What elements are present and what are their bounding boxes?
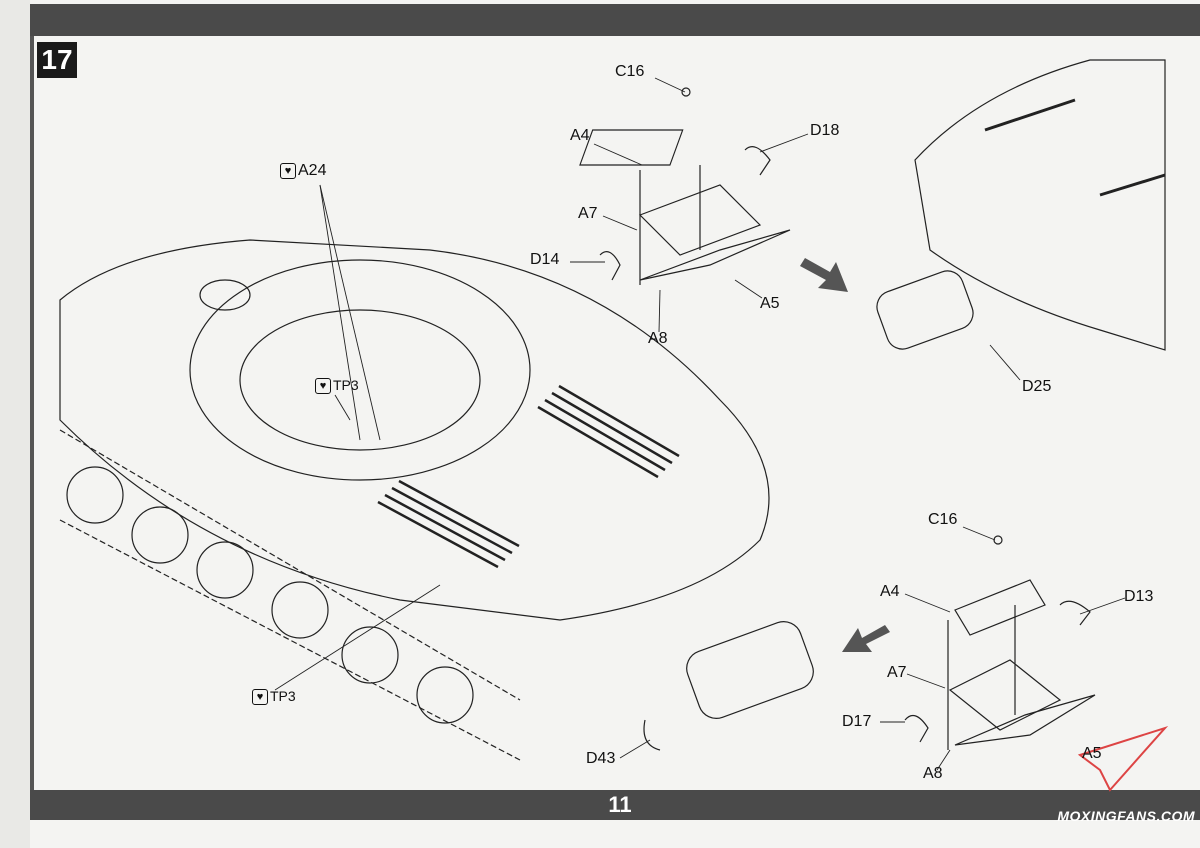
callout-d43: D43 — [586, 750, 616, 767]
step-number: 17 — [37, 42, 77, 78]
callout-sub1-c16: C16 — [615, 63, 645, 80]
sub-assembly-2 — [904, 535, 1096, 750]
fuel-drum — [686, 621, 814, 719]
heart-icon: ♥ — [280, 162, 296, 179]
result-view-1 — [876, 59, 1166, 351]
callout-sub2-a5: A5 — [1082, 745, 1102, 762]
callout-sub1-a5: A5 — [760, 295, 780, 312]
callout-sub1-a8: A8 — [648, 330, 668, 347]
header-band — [30, 4, 1200, 36]
track-run — [59, 429, 521, 761]
callout-sub2-a7: A7 — [887, 664, 907, 681]
footer-band — [30, 790, 1200, 820]
direction-arrow-icon — [800, 258, 848, 292]
paper-plane-icon — [1077, 725, 1169, 792]
callout-sub2-a8: A8 — [923, 765, 943, 782]
callout-sub2-c16: C16 — [928, 511, 958, 528]
heart-icon: ♥ — [252, 689, 268, 706]
d43-bracket — [643, 719, 661, 751]
page-number: 11 — [608, 792, 632, 817]
hatch — [199, 279, 251, 311]
callout-sub2-d17: D17 — [842, 713, 872, 730]
road-wheels — [66, 466, 474, 724]
hull-outline — [59, 239, 770, 621]
callout-sub1-a4: A4 — [570, 127, 590, 144]
turret-ring — [189, 259, 531, 481]
grille-right — [537, 384, 680, 479]
callout-sub1-a7: A7 — [578, 205, 598, 222]
heart-icon: ♥ — [315, 378, 331, 395]
callout-tp3-bottom: ♥TP3 — [252, 688, 296, 706]
turret-inner — [239, 309, 481, 451]
callout-sub1-d14: D14 — [530, 251, 560, 268]
callout-a24: ♥A24 — [280, 162, 326, 180]
direction-arrow-icon — [842, 625, 890, 652]
callout-result-d25: D25 — [1022, 378, 1052, 395]
page-edge — [30, 36, 34, 790]
sub-assembly-1 — [579, 87, 791, 285]
binding-gutter — [0, 0, 30, 848]
callout-sub2-a4: A4 — [880, 583, 900, 600]
callout-tp3-top: ♥TP3 — [315, 377, 359, 395]
callout-sub2-d13: D13 — [1124, 588, 1154, 605]
watermark-text: MOXINGFANS.COM — [1057, 808, 1195, 824]
leader-lines — [274, 77, 1126, 771]
grille-left — [377, 479, 520, 569]
callout-sub1-d18: D18 — [810, 122, 840, 139]
